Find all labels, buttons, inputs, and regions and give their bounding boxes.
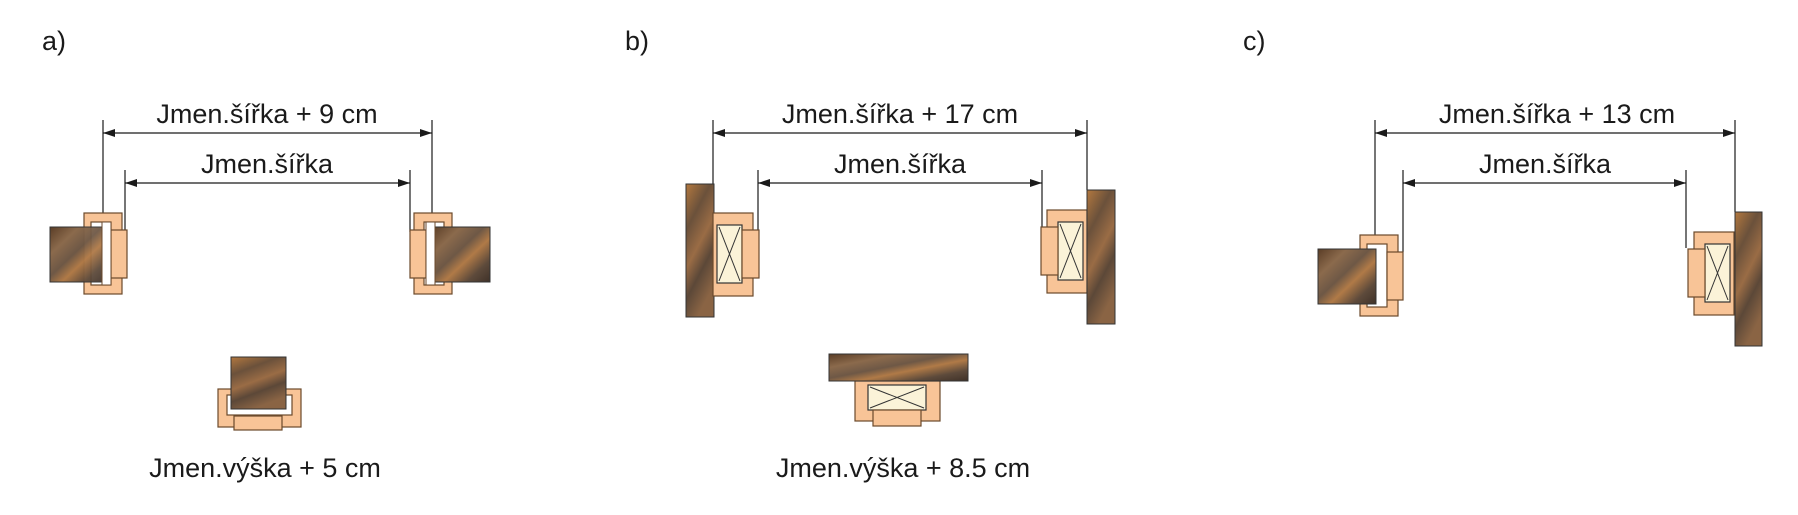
- panel-a-right-jamb: [409, 212, 491, 295]
- frame-jamb-strip: [741, 229, 760, 279]
- frame-jamb-strip: [409, 229, 427, 279]
- panel-b-left-jamb: [685, 183, 760, 318]
- panel-c-inner-label: Jmen.šířka: [1479, 149, 1612, 179]
- panel-c-outer-label: Jmen.šířka + 13 cm: [1439, 99, 1675, 129]
- frame-jamb-strip: [1386, 251, 1404, 301]
- panel-c: c) Jmen.šířka + 13 cm Jmen.šířka: [1243, 26, 1763, 347]
- panel-a-outer-label: Jmen.šířka + 9 cm: [156, 99, 377, 129]
- panel-c-letter: c): [1243, 26, 1266, 56]
- frame-jamb-strip: [872, 409, 922, 427]
- wall-section: [685, 183, 715, 318]
- panel-b: b) Jmen.šířka + 17 cm Jmen.šířka: [625, 26, 1116, 483]
- wall-section: [1086, 189, 1116, 325]
- panel-a-left-jamb: [49, 212, 128, 295]
- frame-jamb-strip: [110, 229, 128, 279]
- frame-core: [1704, 243, 1731, 303]
- wall-section: [1734, 211, 1763, 347]
- frame-core: [716, 224, 743, 284]
- panel-b-bottom-label: Jmen.výška + 8.5 cm: [776, 453, 1030, 483]
- panel-c-right-jamb: [1687, 211, 1763, 347]
- panel-b-inner-label: Jmen.šířka: [834, 149, 967, 179]
- frame-jamb-strip: [233, 415, 283, 431]
- panel-a-letter: a): [42, 26, 66, 56]
- panel-a: a) Jmen.šířka + 9 cm Jmen.šířka: [42, 26, 491, 483]
- panel-b-head-section: [828, 353, 969, 427]
- frame-jamb-strip: [1687, 248, 1706, 298]
- frame-lip: [425, 221, 436, 286]
- frame-core-cross: [718, 226, 741, 282]
- panel-a-inner-label: Jmen.šířka: [201, 149, 334, 179]
- wall-section: [431, 226, 491, 283]
- frame-jamb-strip: [1040, 226, 1059, 276]
- panel-a-head-section: [217, 356, 302, 431]
- panel-b-letter: b): [625, 26, 649, 56]
- wall-section: [230, 356, 287, 410]
- panel-a-bottom-label: Jmen.výška + 5 cm: [149, 453, 381, 483]
- panel-b-right-jamb: [1040, 189, 1116, 325]
- wall-section: [828, 353, 969, 382]
- frame-lip: [101, 221, 112, 286]
- wall-section: [1317, 248, 1377, 305]
- panel-b-outer-label: Jmen.šířka + 17 cm: [782, 99, 1018, 129]
- frame-core-cross: [1706, 245, 1729, 301]
- panel-c-left-jamb: [1317, 234, 1404, 317]
- frame-core-cross: [1059, 223, 1082, 279]
- frame-core-cross: [869, 386, 925, 409]
- wall-section-overlay: [49, 226, 109, 283]
